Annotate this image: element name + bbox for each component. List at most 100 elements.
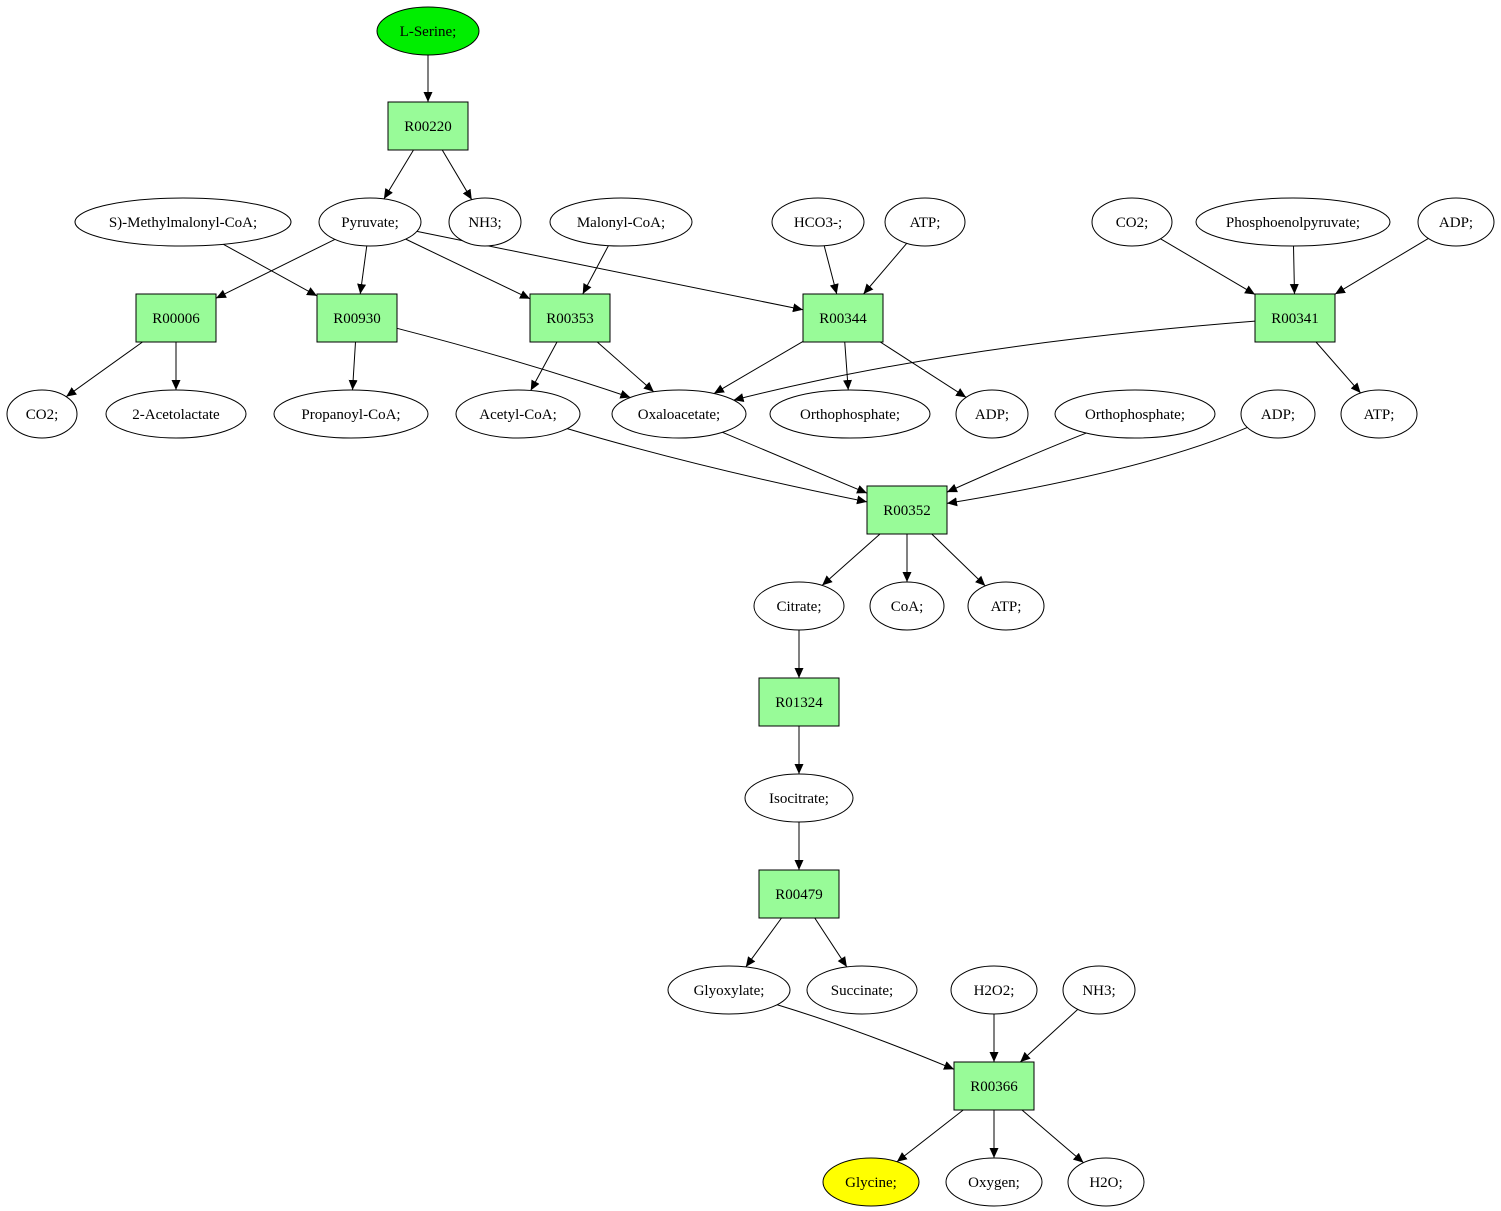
compound-ellipse xyxy=(967,581,1045,631)
edges-layer xyxy=(65,55,1429,1164)
node-label: Phosphoenolpyruvate; xyxy=(1226,215,1360,231)
node-label: CO2; xyxy=(1116,215,1149,231)
compound-ellipse xyxy=(105,389,247,439)
edge-r00344-to-orthophosphate-1 xyxy=(843,341,853,391)
edge-atp-1-to-r00344 xyxy=(863,243,908,295)
node-label: Oxygen; xyxy=(968,1175,1020,1191)
node-label: ADP; xyxy=(975,407,1009,423)
reaction-node-r00366[interactable]: R00366 xyxy=(953,1061,1035,1111)
compound-ellipse xyxy=(318,197,422,247)
compound-node-orthophosphate-1[interactable]: Orthophosphate; xyxy=(769,389,931,439)
reaction-node-r00930[interactable]: R00930 xyxy=(316,293,398,343)
compound-node-coa[interactable]: CoA; xyxy=(869,581,945,631)
compound-node-oxaloacetate[interactable]: Oxaloacetate; xyxy=(611,389,747,439)
compound-node-propanoyl-coa[interactable]: Propanoyl-CoA; xyxy=(273,389,429,439)
reaction-box xyxy=(758,677,840,727)
node-label: R00344 xyxy=(819,311,867,327)
reaction-node-r01324[interactable]: R01324 xyxy=(758,677,840,727)
compound-ellipse xyxy=(376,6,480,56)
compound-node-nh3-1[interactable]: NH3; xyxy=(448,197,522,247)
node-label: H2O; xyxy=(1089,1175,1122,1191)
compound-ellipse xyxy=(549,197,693,247)
edge-acetyl-coa-to-r00352 xyxy=(567,428,868,505)
edge-phosphoenolpyruvate-to-r00341 xyxy=(1289,245,1299,295)
compound-node-adp-3[interactable]: ADP; xyxy=(1240,389,1316,439)
node-label: R00352 xyxy=(883,503,931,519)
reaction-node-r00006[interactable]: R00006 xyxy=(135,293,217,343)
compound-node-adp-1[interactable]: ADP; xyxy=(1417,197,1495,247)
compound-node-h2o2[interactable]: H2O2; xyxy=(950,965,1038,1015)
compound-ellipse xyxy=(769,389,931,439)
compound-node-citrate[interactable]: Citrate; xyxy=(753,581,845,631)
edge-r00366-to-glycine xyxy=(896,1109,964,1163)
compound-ellipse xyxy=(448,197,522,247)
reaction-node-r00479[interactable]: R00479 xyxy=(758,869,840,919)
compound-ellipse xyxy=(74,197,292,247)
compound-node-glycine[interactable]: Glycine; xyxy=(822,1157,920,1207)
compound-node-s-methylmalonyl-coa[interactable]: S)-Methylmalonyl-CoA; xyxy=(74,197,292,247)
reaction-node-r00352[interactable]: R00352 xyxy=(866,485,948,535)
compound-node-oxygen[interactable]: Oxygen; xyxy=(945,1157,1043,1207)
node-label: R00930 xyxy=(333,311,381,327)
reaction-box xyxy=(529,293,611,343)
compound-node-co2-2[interactable]: CO2; xyxy=(6,389,78,439)
compound-ellipse xyxy=(1091,197,1173,247)
compound-ellipse xyxy=(1417,197,1495,247)
compound-node-pyruvate[interactable]: Pyruvate; xyxy=(318,197,422,247)
compound-ellipse xyxy=(1054,389,1216,439)
compound-node-h2o[interactable]: H2O; xyxy=(1067,1157,1145,1207)
compound-node-malonyl-coa[interactable]: Malonyl-CoA; xyxy=(549,197,693,247)
edge-pyruvate-to-r00353 xyxy=(405,238,531,300)
node-label: HCO3-; xyxy=(794,215,842,231)
node-label: Orthophosphate; xyxy=(1085,407,1185,423)
compound-ellipse xyxy=(955,389,1029,439)
compound-node-atp-2[interactable]: ATP; xyxy=(1340,389,1418,439)
compound-node-atp-3[interactable]: ATP; xyxy=(967,581,1045,631)
edge-r00220-to-nh3-1 xyxy=(441,149,473,200)
compound-ellipse xyxy=(806,965,918,1015)
reaction-box xyxy=(387,101,469,151)
compound-ellipse xyxy=(611,389,747,439)
edge-r00344-to-oxaloacetate xyxy=(713,340,804,394)
reaction-box xyxy=(135,293,217,343)
edge-r00341-to-atp-2 xyxy=(1315,341,1361,394)
edge-glyoxylate-to-r00366 xyxy=(777,1004,955,1070)
compound-ellipse xyxy=(869,581,945,631)
compound-node-orthophosphate-2[interactable]: Orthophosphate; xyxy=(1054,389,1216,439)
node-label: ADP; xyxy=(1261,407,1295,423)
compound-node-nh3-2[interactable]: NH3; xyxy=(1062,965,1136,1015)
compound-node-co2-1[interactable]: CO2; xyxy=(1091,197,1173,247)
reaction-box xyxy=(866,485,948,535)
compound-node-phosphoenolpyruvate[interactable]: Phosphoenolpyruvate; xyxy=(1195,197,1391,247)
edge-r00353-to-acetyl-coa xyxy=(530,341,558,391)
node-label: Isocitrate; xyxy=(769,791,829,807)
node-label: S)-Methylmalonyl-CoA; xyxy=(109,215,257,231)
reaction-node-r00220[interactable]: R00220 xyxy=(387,101,469,151)
compound-ellipse xyxy=(667,965,791,1015)
reaction-node-r00341[interactable]: R00341 xyxy=(1254,293,1336,343)
node-label: Glycine; xyxy=(845,1175,897,1191)
node-label: ATP; xyxy=(1364,407,1395,423)
reaction-node-r00353[interactable]: R00353 xyxy=(529,293,611,343)
edge-r00366-to-h2o xyxy=(1021,1109,1084,1164)
compound-node-hco3[interactable]: HCO3-; xyxy=(771,197,865,247)
compound-node-isocitrate[interactable]: Isocitrate; xyxy=(744,773,854,823)
node-label: R00006 xyxy=(152,311,200,327)
node-label: NH3; xyxy=(468,215,501,231)
reaction-node-r00344[interactable]: R00344 xyxy=(802,293,884,343)
compound-ellipse xyxy=(884,197,966,247)
compound-node-l-serine[interactable]: L-Serine; xyxy=(376,6,480,56)
compound-node-atp-1[interactable]: ATP; xyxy=(884,197,966,247)
compound-node-acetolactate[interactable]: 2-Acetolactate xyxy=(105,389,247,439)
edge-nh3-2-to-r00366 xyxy=(1019,1009,1079,1063)
node-label: CoA; xyxy=(891,599,924,615)
edge-r00479-to-glyoxylate xyxy=(745,917,782,968)
compound-node-glyoxylate[interactable]: Glyoxylate; xyxy=(667,965,791,1015)
compound-node-acetyl-coa[interactable]: Acetyl-CoA; xyxy=(455,389,581,439)
compound-node-succinate[interactable]: Succinate; xyxy=(806,965,918,1015)
compound-ellipse xyxy=(1195,197,1391,247)
compound-node-adp-2[interactable]: ADP; xyxy=(955,389,1029,439)
compound-ellipse xyxy=(753,581,845,631)
reaction-box xyxy=(316,293,398,343)
